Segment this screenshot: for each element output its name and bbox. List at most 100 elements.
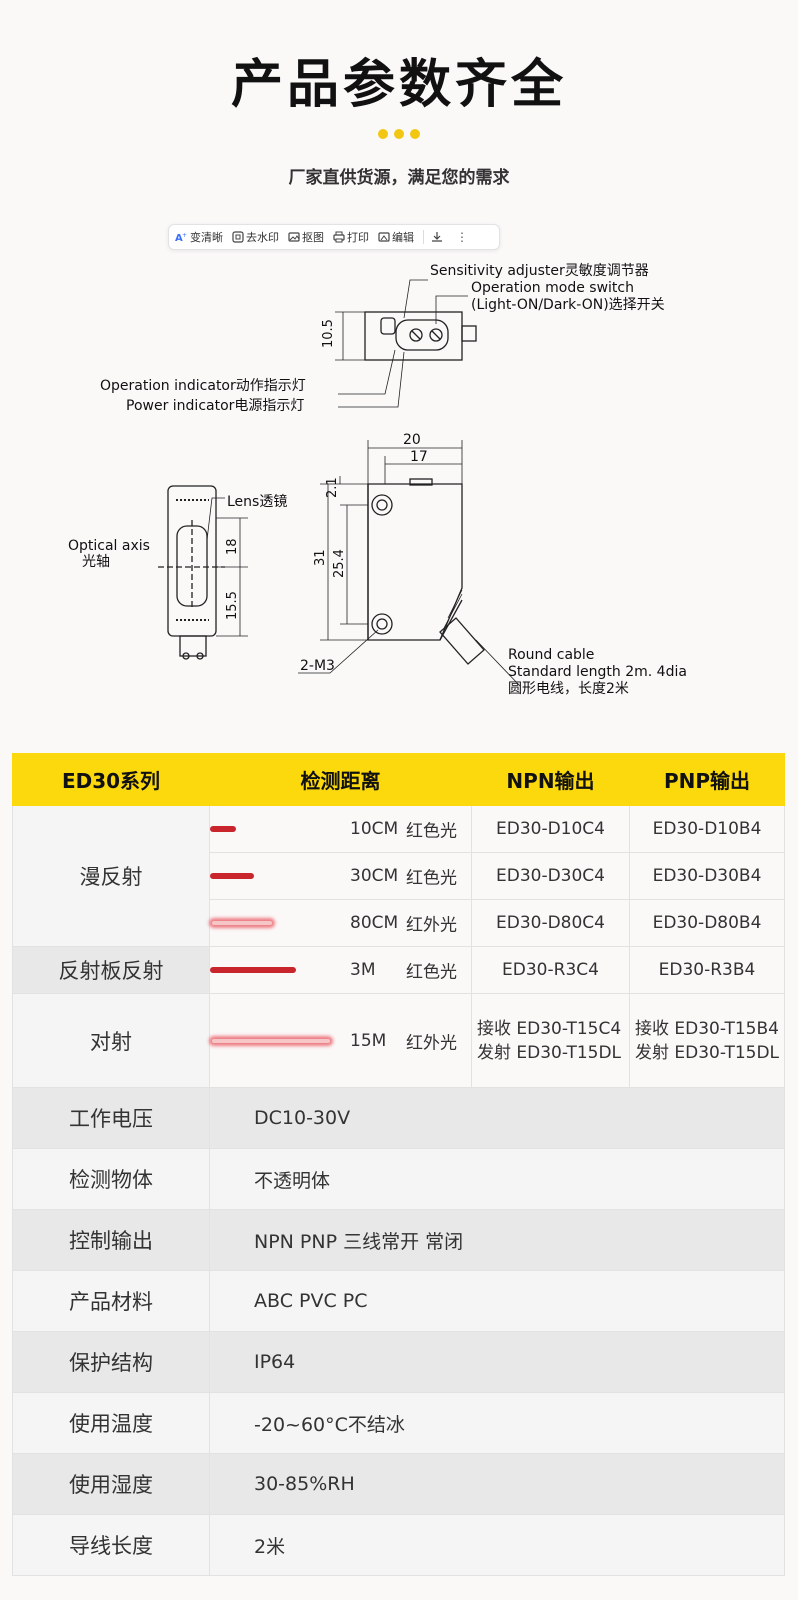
npn-emitter: 发射 ED30-T15DL [477, 1042, 622, 1063]
label-power-indicator: Power indicator电源指示灯 [126, 398, 304, 414]
range-bar [212, 1038, 330, 1043]
distance-value: 15M [350, 1030, 387, 1051]
pnp-model: 接收 ED30-T15B4 发射 ED30-T15DL [629, 993, 785, 1088]
download-icon [432, 232, 442, 242]
svg-text:A: A [175, 233, 183, 243]
dim-2-1: 2.1 [325, 477, 340, 498]
light-type: 红外光 [406, 915, 457, 936]
watermark-icon [232, 231, 244, 243]
light-type: 红色光 [406, 868, 457, 889]
spec-table: ED30系列 检测距离 NPN输出 PNP输出 漫反射 10CM 红色光 ED3… [12, 753, 785, 1576]
toolbar-edit-label: 编辑 [392, 231, 414, 244]
header-pnp: PNP输出 [629, 753, 785, 806]
range-bar [210, 967, 296, 973]
pnp-model: ED30-D30B4 [629, 852, 785, 900]
group-diffuse: 漫反射 [12, 805, 210, 947]
table-row: 80CM 红外光 ED30-D80C4 ED30-D80B4 [13, 899, 785, 947]
distance-cell: 10CM 红色光 [209, 805, 472, 853]
toolbar-print-label: 打印 [347, 231, 369, 244]
range-bar [210, 826, 236, 832]
more-icon[interactable]: ⋮ [456, 230, 468, 244]
param-value: NPN PNP 三线常开 常闭 [209, 1209, 785, 1271]
param-value: ABC PVC PC [209, 1270, 785, 1332]
dim-25-4: 25.4 [332, 549, 347, 578]
light-type: 红外光 [406, 1033, 457, 1053]
npn-model: ED30-D10C4 [471, 805, 630, 853]
toolbar-watermark-label: 去水印 [246, 231, 279, 244]
table-row: 反射板反射 3M 红色光 ED30-R3C4 ED30-R3B4 [12, 946, 785, 994]
param-row: 检测物体 不透明体 [12, 1148, 785, 1210]
toolbar-enhance-label: 变清晰 [190, 231, 223, 244]
print-icon [333, 231, 345, 243]
page-title: 产品参数齐全 [230, 55, 567, 115]
npn-receiver: 接收 ED30-T15C4 [477, 1018, 622, 1039]
light-type: 红色光 [406, 821, 457, 842]
image-toolbar: A+ 变清晰 去水印 抠图 打印 编辑 ⋮ [168, 224, 500, 250]
param-name: 控制输出 [12, 1209, 210, 1271]
svg-text:+: + [182, 232, 187, 239]
param-row: 导线长度 2米 [12, 1514, 785, 1576]
ai-icon: A+ [175, 232, 187, 243]
table-row: 漫反射 10CM 红色光 ED30-D10C4 ED30-D10B4 [12, 805, 785, 947]
label-lens: Lens透镜 [227, 494, 287, 510]
label-op-indicator: Operation indicator动作指示灯 [100, 378, 306, 394]
table-row: 对射 15M 红外光 接收 ED30-T15C4 发射 ED30-T15DL 接… [12, 993, 785, 1088]
dimension-drawing: Sensitivity adjuster灵敏度调节器 Operation mod… [68, 263, 687, 697]
label-cable3: 圆形电线，长度2米 [508, 681, 629, 697]
header-distance: 检测距离 [209, 753, 472, 806]
toolbar-edit-button[interactable]: 编辑 [378, 229, 414, 245]
npn-model: ED30-D80C4 [471, 899, 630, 947]
toolbar-download-button[interactable] [431, 231, 445, 243]
pnp-model: ED30-D80B4 [629, 899, 785, 947]
distance-value: 10CM [350, 819, 399, 839]
param-row: 保护结构 IP64 [12, 1331, 785, 1393]
distance-cell: 30CM 红色光 [209, 852, 472, 900]
edit-icon [378, 232, 390, 242]
toolbar-cutout-label: 抠图 [302, 231, 324, 244]
npn-model: 接收 ED30-T15C4 发射 ED30-T15DL [471, 993, 630, 1088]
param-row: 使用温度 -20~60°C不结冰 [12, 1392, 785, 1454]
toolbar-divider [423, 230, 424, 244]
param-row: 产品材料 ABC PVC PC [12, 1270, 785, 1332]
npn-model: ED30-D30C4 [471, 852, 630, 900]
param-row: 使用湿度 30-85%RH [12, 1453, 785, 1515]
label-cable2: Standard length 2m. 4dia [508, 664, 687, 680]
param-value: 30-85%RH [209, 1453, 785, 1515]
dim-20: 20 [403, 432, 421, 448]
light-type: 红色光 [406, 962, 457, 983]
page-subtitle: 厂家直供货源，满足您的需求 [288, 168, 510, 188]
param-value: -20~60°C不结冰 [209, 1392, 785, 1454]
param-name: 导线长度 [12, 1514, 210, 1576]
pnp-model: ED30-R3B4 [629, 946, 785, 994]
dim-15-5: 15.5 [225, 591, 240, 620]
pnp-receiver: 接收 ED30-T15B4 [635, 1018, 779, 1039]
toolbar-print-button[interactable]: 打印 [333, 229, 369, 245]
label-sensitivity: Sensitivity adjuster灵敏度调节器 [430, 263, 649, 279]
dim-31: 31 [313, 549, 328, 566]
toolbar-cutout-button[interactable]: 抠图 [288, 229, 324, 245]
group-through: 对射 [12, 993, 210, 1088]
param-row: 工作电压 DC10-30V [12, 1087, 785, 1149]
distance-value: 30CM [350, 866, 399, 886]
param-name: 工作电压 [12, 1087, 210, 1149]
distance-value: 80CM [350, 913, 399, 933]
toolbar-watermark-button[interactable]: 去水印 [232, 229, 279, 245]
range-bar [210, 873, 254, 879]
distance-cell: 80CM 红外光 [209, 899, 472, 947]
dim-10-5: 10.5 [321, 319, 336, 348]
param-value: DC10-30V [209, 1087, 785, 1149]
distance-cell: 15M 红外光 [209, 993, 472, 1088]
param-name: 检测物体 [12, 1148, 210, 1210]
param-name: 使用温度 [12, 1392, 210, 1454]
distance-value: 3M [350, 960, 376, 980]
range-bar [212, 921, 272, 925]
toolbar-enhance-button[interactable]: A+ 变清晰 [175, 229, 223, 245]
table-header: ED30系列 检测距离 NPN输出 PNP输出 [12, 753, 785, 806]
param-value: IP64 [209, 1331, 785, 1393]
header-npn: NPN输出 [471, 753, 630, 806]
label-m3: 2-M3 [300, 658, 335, 674]
header-series: ED30系列 [12, 753, 210, 806]
pnp-model: ED30-D10B4 [629, 805, 785, 853]
dim-18: 18 [225, 538, 240, 555]
label-op-mode: Operation mode switch [471, 280, 634, 296]
